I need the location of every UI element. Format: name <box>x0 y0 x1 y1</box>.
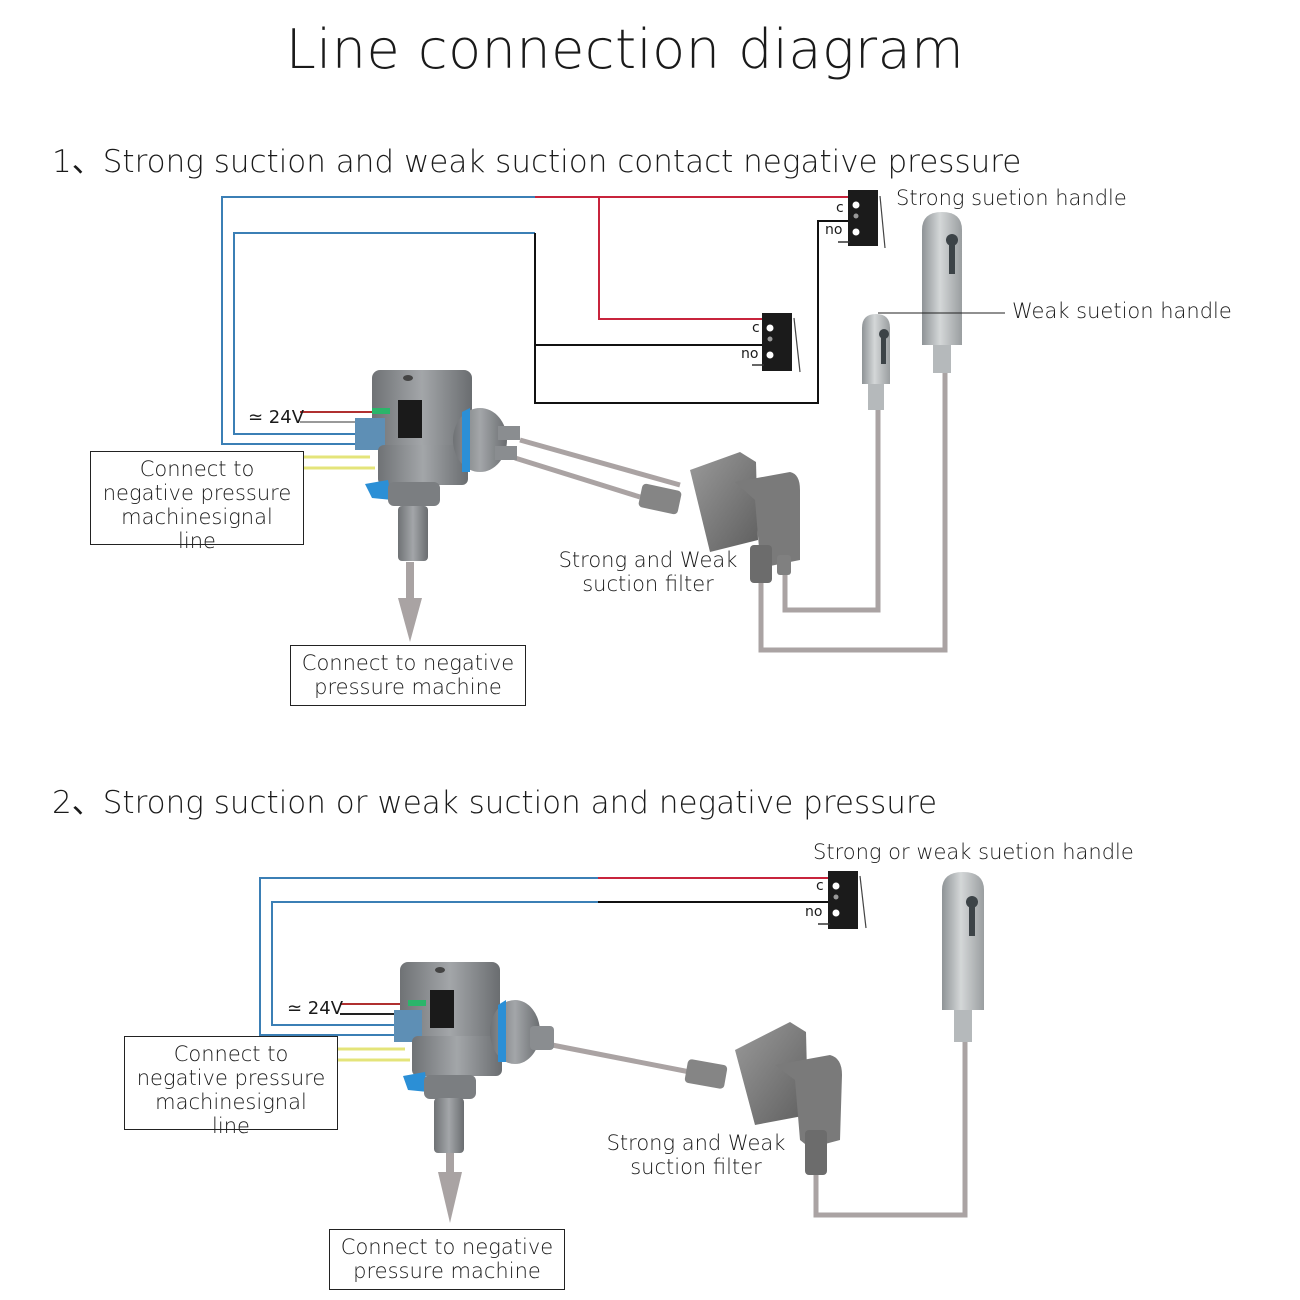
strong-switch-pin-c: c <box>836 200 844 216</box>
filter-label-2: Strong and Weak suction filter <box>601 1131 791 1179</box>
arrow-to-machine-2 <box>438 1153 462 1223</box>
strong-switch-pin-no: no <box>825 222 843 238</box>
wire-inner-blue <box>233 232 535 435</box>
weak-handle <box>862 314 890 410</box>
section-1-heading: 1、Strong suction and weak suction contac… <box>52 136 1021 181</box>
machine-box-1: Connect to negative pressure machine <box>290 645 526 706</box>
section-2-number: 2、 <box>52 785 103 821</box>
wire-outer-blue-2 <box>259 877 598 1036</box>
voltage-label-1: ≃ 24V <box>248 407 305 428</box>
single-handle-label: Strong or weak suetion handle <box>813 840 1134 864</box>
machine-box-1-line-1: Connect to negative <box>301 651 515 675</box>
switch-2-pin-c: c <box>816 878 824 894</box>
filter-2 <box>684 1022 842 1175</box>
voltage-label-2: ≃ 24V <box>287 998 344 1019</box>
switch-2-pin-no: no <box>805 904 823 920</box>
filter-label-2-line-1: Strong and Weak <box>606 1131 786 1155</box>
single-handle <box>942 872 984 1042</box>
section-1-diagram <box>221 190 1005 653</box>
machine-box-2-line-2: pressure machine <box>353 1259 541 1283</box>
strong-handle <box>922 212 962 373</box>
signal-line-box-1: Connect to negative pressure machinesign… <box>90 451 304 553</box>
wire-inner-blue-2 <box>271 901 598 1026</box>
weak-switch-pin-no: no <box>741 346 759 362</box>
machine-box-1-line-2: pressure machine <box>314 675 502 699</box>
section-1-number: 1、 <box>52 144 103 180</box>
arrow-to-machine-1 <box>398 562 422 642</box>
section-2-diagram <box>259 871 984 1223</box>
signal-line-box-1-line-1: Connect to <box>139 457 255 481</box>
wire-black-loop <box>534 220 848 404</box>
weak-switch-pin-c: c <box>752 320 760 336</box>
machine-box-2-line-1: Connect to negative <box>340 1235 554 1259</box>
single-microswitch <box>818 871 867 929</box>
machine-box-2: Connect to negative pressure machine <box>329 1229 565 1290</box>
filter-1 <box>638 452 800 583</box>
section-1-text: Strong suction and weak suction contact … <box>102 144 1022 180</box>
filter-label-2-line-2: suction filter <box>630 1155 762 1179</box>
filter-label-1: Strong and Weak suction filter <box>553 548 743 596</box>
tube-single <box>813 1040 968 1218</box>
strong-handle-label: Strong suetion handle <box>896 186 1127 210</box>
signal-line-box-2: Connect to negative pressure machinesign… <box>124 1036 338 1138</box>
filter-label-1-line-2: suction filter <box>582 572 714 596</box>
page-title: Line connection diagram <box>285 18 965 81</box>
signal-line-box-2-line-3: machinesignal line <box>155 1090 307 1138</box>
section-1-tubes <box>514 370 948 653</box>
filter-label-1-line-1: Strong and Weak <box>558 548 738 572</box>
tube-weak <box>782 400 881 613</box>
section-2-wires <box>259 877 828 1062</box>
wire-red-branch <box>598 197 762 320</box>
signal-line-box-1-line-3: machinesignal line <box>121 505 273 553</box>
strong-microswitch <box>838 190 886 249</box>
section-2-tubes <box>551 1040 968 1218</box>
signal-line-box-2-line-1: Connect to <box>173 1042 289 1066</box>
section-2-text: Strong suction or weak suction and negat… <box>102 785 938 821</box>
tube-strong <box>758 370 948 653</box>
weak-handle-label: Weak suetion handle <box>1012 299 1232 323</box>
signal-line-box-2-line-2: negative pressure <box>136 1066 326 1090</box>
valve-1 <box>355 370 520 561</box>
wire-outer-blue <box>221 196 535 445</box>
section-2-heading: 2、Strong suction or weak suction and neg… <box>52 777 937 822</box>
weak-microswitch <box>752 313 801 373</box>
valve-2 <box>394 962 554 1153</box>
signal-line-box-1-line-2: negative pressure <box>102 481 292 505</box>
